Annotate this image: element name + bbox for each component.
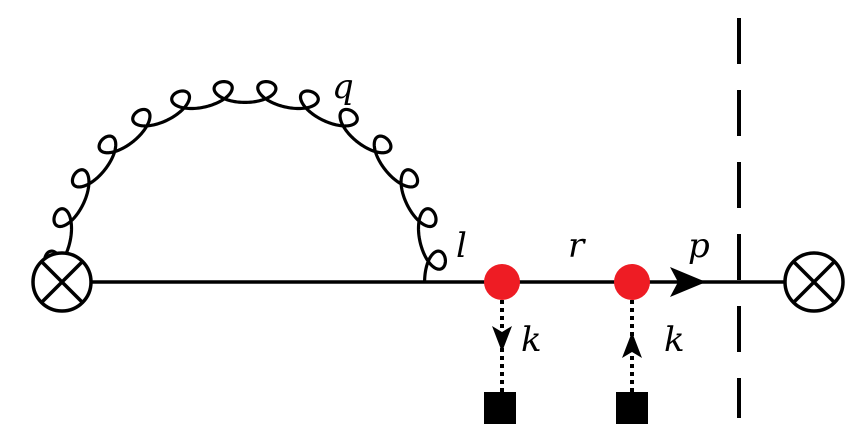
label-p: p bbox=[688, 226, 710, 266]
vertex-right bbox=[614, 264, 650, 300]
vertex-left bbox=[484, 264, 520, 300]
filled-square-icon-left bbox=[484, 392, 516, 424]
label-k-left: k bbox=[521, 320, 542, 360]
gluon-loop bbox=[42, 79, 448, 283]
filled-square-icon-right bbox=[616, 392, 648, 424]
arrow-down-icon bbox=[492, 326, 512, 352]
circled-times-icon-left bbox=[31, 251, 93, 313]
label-q: q bbox=[332, 67, 354, 107]
label-r: r bbox=[568, 226, 586, 266]
circled-times-icon-right bbox=[783, 251, 845, 313]
label-k-right: k bbox=[664, 320, 685, 360]
momentum-arrow-p bbox=[670, 267, 706, 297]
label-l: l bbox=[456, 226, 467, 266]
arrow-up-icon bbox=[622, 332, 642, 358]
